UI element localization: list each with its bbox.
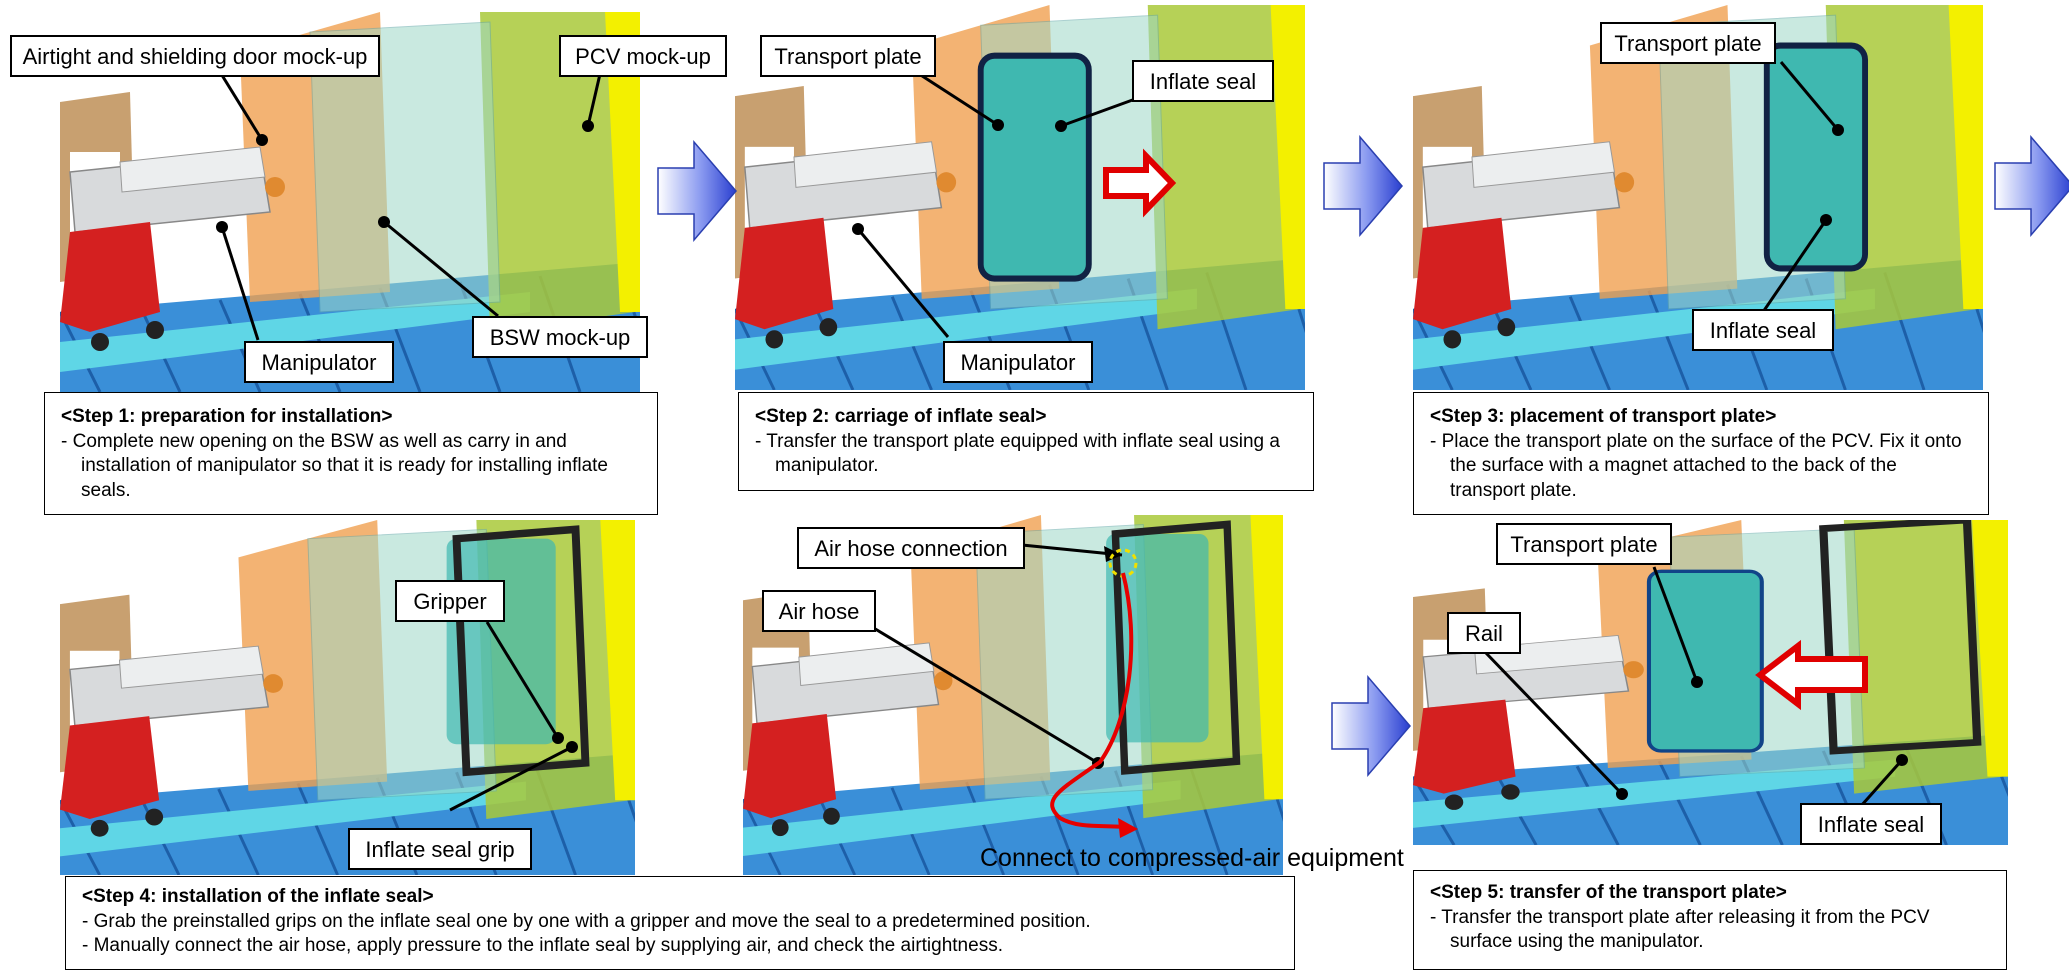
panel-step-4b bbox=[743, 515, 1283, 875]
pcv-wall bbox=[1843, 520, 2003, 794]
cart-wheel bbox=[771, 819, 789, 837]
transport-plate bbox=[1763, 42, 1869, 272]
label-inflate-seal-5: Inflate seal bbox=[1800, 803, 1942, 845]
step-2-title: <Step 2: carriage of inflate seal> bbox=[755, 406, 1047, 427]
step-1-title: <Step 1: preparation for installation> bbox=[61, 406, 393, 427]
cyan-base bbox=[735, 288, 1197, 370]
scene-group bbox=[60, 520, 635, 875]
label-inflate-seal-3: Inflate seal bbox=[1692, 309, 1834, 351]
cart-wheel bbox=[765, 330, 784, 349]
next-step-arrow-2 bbox=[1323, 135, 1403, 237]
cart-wheel bbox=[91, 333, 109, 351]
label-transport-plate-3: Transport plate bbox=[1600, 22, 1776, 64]
cart-wheel bbox=[819, 318, 838, 337]
cyan-base bbox=[1413, 759, 1896, 828]
gripper bbox=[1614, 172, 1635, 193]
label-gripper-4: Gripper bbox=[395, 580, 505, 622]
scene-group bbox=[743, 515, 1283, 875]
step-4-title: <Step 4: installation of the inflate sea… bbox=[82, 886, 434, 907]
manipulator-top bbox=[1471, 141, 1616, 188]
manipulator-top bbox=[118, 645, 264, 689]
inflate-seal bbox=[452, 525, 590, 777]
gripper bbox=[263, 674, 284, 693]
scene-step-5-illustration bbox=[1413, 520, 2008, 845]
cart-wheel bbox=[1444, 794, 1464, 810]
scene-step-3-illustration bbox=[1413, 5, 1983, 390]
step-2-description: <Step 2: carriage of inflate seal> - Tra… bbox=[738, 392, 1314, 491]
panel-step-1 bbox=[60, 12, 640, 392]
step-4-line-1: - Grab the preinstalled grips on the inf… bbox=[82, 910, 1091, 932]
cart bbox=[743, 713, 837, 819]
label-bsw-mockup: BSW mock-up bbox=[472, 316, 648, 358]
step-3-description: <Step 3: placement of transport plate> -… bbox=[1413, 392, 1989, 515]
step-3-line: - Place the transport plate on the surfa… bbox=[1430, 430, 1962, 502]
gripper bbox=[1623, 661, 1644, 679]
label-manipulator-1: Manipulator bbox=[244, 341, 394, 383]
label-air-hose: Air hose bbox=[762, 590, 876, 632]
label-inflate-seal-grip-4: Inflate seal grip bbox=[348, 828, 532, 870]
floor-rail-beam bbox=[1647, 290, 1690, 390]
pcv-edge bbox=[1972, 520, 2008, 777]
floor-rail-beam bbox=[296, 782, 339, 875]
scene-group bbox=[1413, 5, 1983, 390]
cart-wheel bbox=[90, 819, 109, 837]
label-pcv-mockup: PCV mock-up bbox=[559, 35, 727, 77]
step-4-line-2: - Manually connect the air hose, apply p… bbox=[82, 935, 1003, 957]
label-rail-5: Rail bbox=[1447, 612, 1521, 654]
scene-group bbox=[60, 12, 640, 392]
transport-plate bbox=[1646, 569, 1764, 753]
cyan-base bbox=[1413, 288, 1875, 370]
cart-wheel bbox=[1497, 318, 1516, 337]
pcv-edge bbox=[1948, 5, 1983, 309]
cart-wheel bbox=[146, 321, 164, 339]
cart bbox=[735, 217, 834, 330]
next-step-arrow-4 bbox=[1331, 675, 1411, 777]
step-1-line: - Complete new opening on the BSW as wel… bbox=[61, 430, 608, 502]
cart-wheel bbox=[1443, 330, 1462, 349]
cyan-base bbox=[60, 781, 526, 857]
cart bbox=[60, 222, 160, 332]
floor-rail-beam bbox=[965, 781, 1005, 875]
cart bbox=[60, 716, 160, 819]
panel-step-3 bbox=[1413, 5, 1983, 390]
step-5-title: <Step 5: transfer of the transport plate… bbox=[1430, 882, 1787, 903]
step-5-description: <Step 5: transfer of the transport plate… bbox=[1413, 870, 2007, 970]
scene-group bbox=[1413, 520, 2008, 845]
panel-step-5 bbox=[1413, 520, 2008, 845]
manipulator-top bbox=[793, 141, 938, 188]
floor-rail-beam bbox=[1657, 760, 1702, 845]
cart-wheel bbox=[1501, 784, 1520, 800]
scene-step-1-illustration bbox=[60, 12, 640, 392]
next-step-arrow-1 bbox=[657, 140, 737, 242]
gripper bbox=[265, 177, 285, 197]
step-3-title: <Step 3: placement of transport plate> bbox=[1430, 406, 1777, 427]
label-door-mockup: Airtight and shielding door mock-up bbox=[10, 35, 380, 77]
label-transport-plate-5: Transport plate bbox=[1496, 523, 1672, 565]
step-4-description: <Step 4: installation of the inflate sea… bbox=[65, 876, 1295, 970]
pcv-edge bbox=[1270, 5, 1305, 309]
next-step-arrow-3 bbox=[1994, 135, 2069, 237]
label-compressed-air: Connect to compressed-air equipment bbox=[980, 844, 1404, 872]
scene-step-4a-illustration bbox=[60, 520, 635, 875]
step-5-line: - Transfer the transport plate after rel… bbox=[1430, 906, 1930, 953]
label-manipulator-2: Manipulator bbox=[943, 341, 1093, 383]
gripper bbox=[936, 172, 957, 193]
step-1-description: <Step 1: preparation for installation> -… bbox=[44, 392, 658, 515]
pcv-edge bbox=[1250, 515, 1283, 800]
manipulator-top bbox=[119, 146, 266, 193]
pcv-edge bbox=[605, 12, 640, 312]
label-transport-plate-2: Transport plate bbox=[760, 35, 936, 77]
cart-wheel bbox=[145, 808, 164, 826]
panel-step-4a bbox=[60, 520, 635, 875]
gripper bbox=[933, 671, 953, 691]
step-2-line: - Transfer the transport plate equipped … bbox=[755, 430, 1280, 477]
transport-plate bbox=[977, 52, 1092, 282]
label-air-hose-connection: Air hose connection bbox=[797, 527, 1025, 569]
label-inflate-seal-2: Inflate seal bbox=[1132, 60, 1274, 102]
scene-step-4b-illustration bbox=[743, 515, 1283, 875]
pcv-edge bbox=[600, 520, 635, 801]
cart bbox=[1413, 217, 1512, 330]
cart-wheel bbox=[823, 807, 840, 825]
cart bbox=[1413, 699, 1516, 794]
